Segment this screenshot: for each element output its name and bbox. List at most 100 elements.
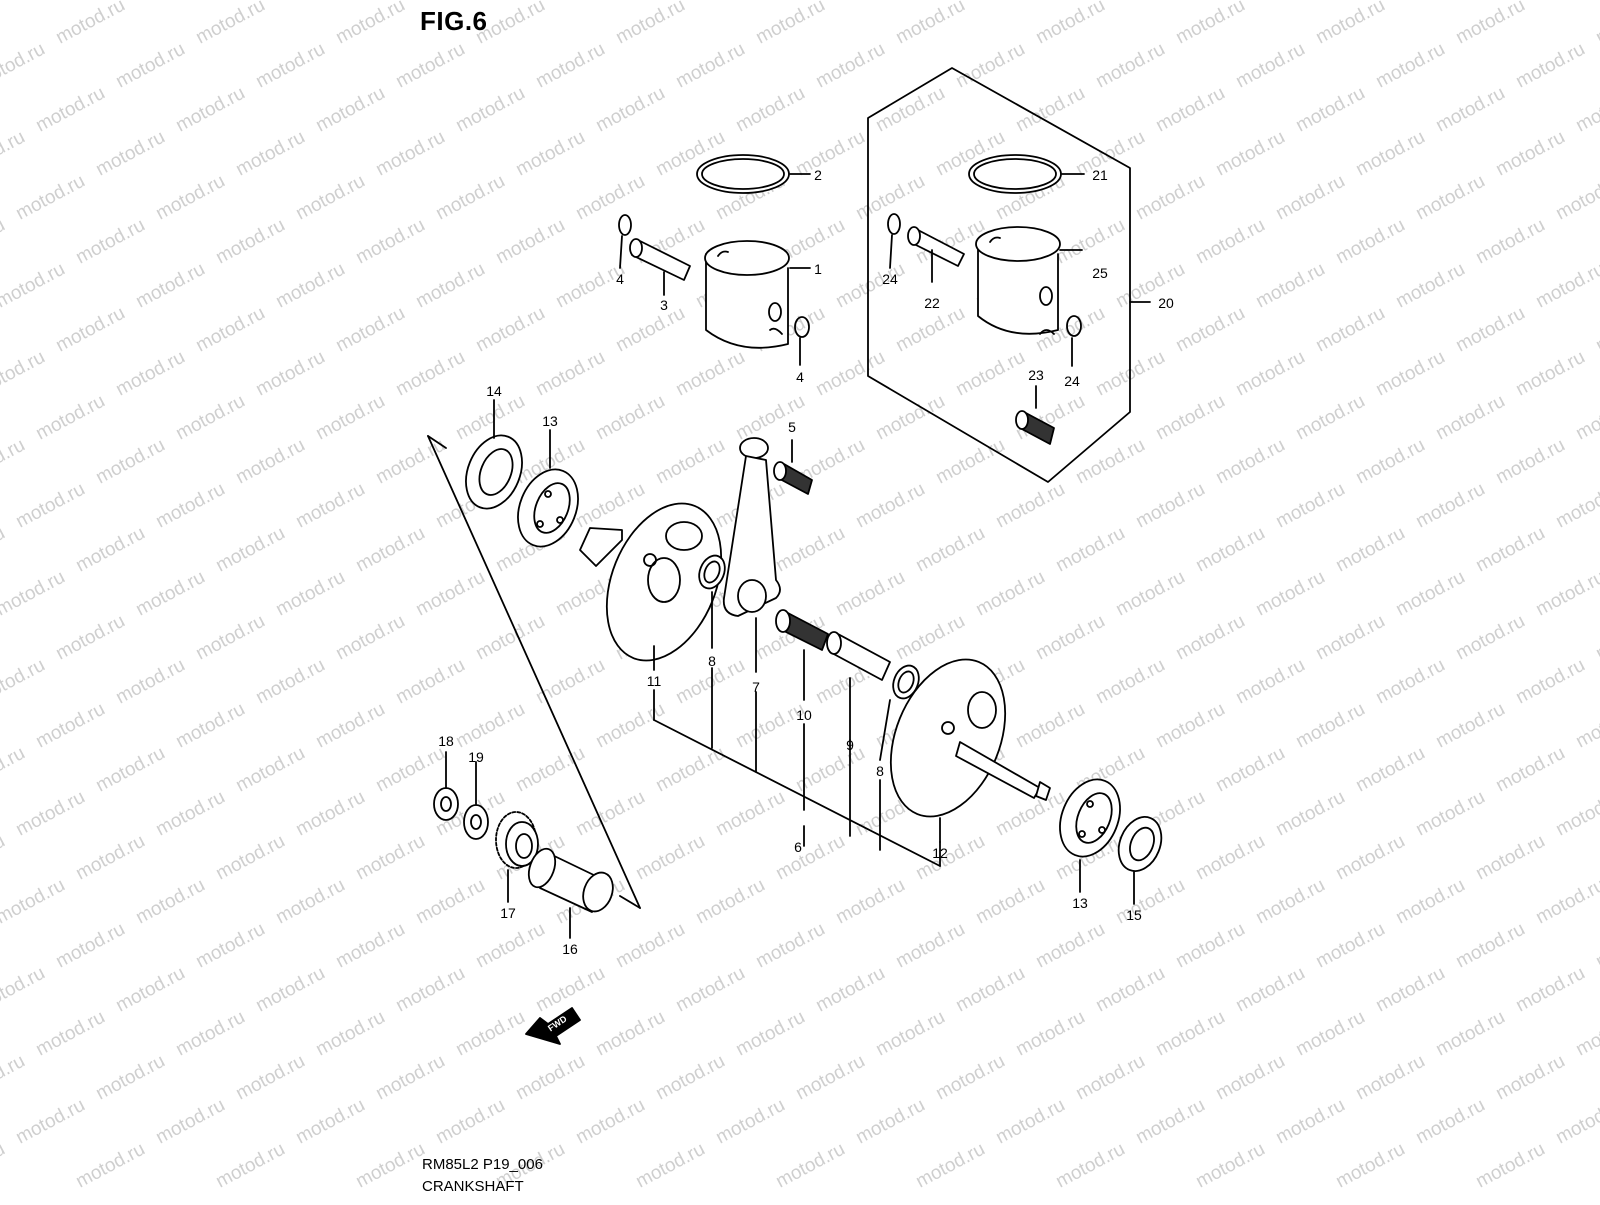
watermark-text: motod.ru xyxy=(12,171,88,225)
watermark-text: motod.ru xyxy=(312,391,388,445)
watermark-text: motod.ru xyxy=(812,39,888,93)
watermark-text: motod.ru xyxy=(1112,259,1188,313)
watermark-text: motod.ru xyxy=(612,303,688,357)
watermark-text: motod.ru xyxy=(1492,743,1568,797)
watermark-text: motod.ru xyxy=(12,787,88,841)
watermark-text: motod.ru xyxy=(1072,127,1148,181)
watermark-text: motod.ru xyxy=(572,787,648,841)
watermark-text: motod.ru xyxy=(1492,1051,1568,1105)
watermark-text: motod.ru xyxy=(0,1139,9,1193)
watermark-text: motod.ru xyxy=(1012,83,1088,137)
watermark-text: motod.ru xyxy=(352,523,428,577)
watermark-text: motod.ru xyxy=(52,0,128,48)
watermark-text: motod.ru xyxy=(1592,919,1600,973)
watermark-text: motod.ru xyxy=(332,303,408,357)
watermark-text: motod.ru xyxy=(1192,523,1268,577)
piston-ring-icon xyxy=(696,154,811,194)
watermark-text: motod.ru xyxy=(332,611,408,665)
watermark-text: motod.ru xyxy=(572,171,648,225)
watermark-text: motod.ru xyxy=(1452,303,1528,357)
watermark-text: motod.ru xyxy=(1192,1139,1268,1193)
watermark-text: motod.ru xyxy=(892,611,968,665)
watermark-text: motod.ru xyxy=(532,347,608,401)
watermark-text: motod.ru xyxy=(292,479,368,533)
watermark-text: motod.ru xyxy=(132,0,208,4)
callout-label: 25 xyxy=(1092,265,1108,281)
watermark-text: motod.ru xyxy=(312,699,388,753)
watermark-text: motod.ru xyxy=(1452,919,1528,973)
watermark-text: motod.ru xyxy=(932,435,1008,489)
callout-label: 1 xyxy=(814,261,822,277)
watermark-text: motod.ru xyxy=(152,479,228,533)
watermark-text: motod.ru xyxy=(652,1051,728,1105)
watermark-text: motod.ru xyxy=(632,831,708,885)
watermark-text: motod.ru xyxy=(492,215,568,269)
watermark-text: motod.ru xyxy=(712,1095,788,1149)
watermark-text: motod.ru xyxy=(172,83,248,137)
watermark-text: motod.ru xyxy=(12,1095,88,1149)
watermark-text: motod.ru xyxy=(112,347,188,401)
watermark-text: motod.ru xyxy=(452,1007,528,1061)
needle-bearing-icon xyxy=(1015,385,1055,445)
watermark-text: motod.ru xyxy=(732,83,808,137)
watermark-text: motod.ru xyxy=(1152,1007,1228,1061)
watermark-text: motod.ru xyxy=(272,875,348,929)
watermark-text: motod.ru xyxy=(212,523,288,577)
watermark-text: motod.ru xyxy=(992,479,1068,533)
watermark-text: motod.ru xyxy=(0,127,29,181)
watermark-text: motod.ru xyxy=(412,875,488,929)
watermark-text: motod.ru xyxy=(552,0,628,4)
watermark-text: motod.ru xyxy=(1452,0,1528,48)
watermark-text: motod.ru xyxy=(972,0,1048,4)
watermark-text: motod.ru xyxy=(372,743,448,797)
watermark-text: motod.ru xyxy=(772,1139,848,1193)
watermark-text: motod.ru xyxy=(72,215,148,269)
callout-label: 24 xyxy=(1064,373,1080,389)
watermark-text: motod.ru xyxy=(912,523,988,577)
watermark-text: motod.ru xyxy=(32,391,108,445)
watermark-text: motod.ru xyxy=(332,0,408,48)
watermark-text: motod.ru xyxy=(92,127,168,181)
watermark-text: motod.ru xyxy=(1532,0,1600,4)
watermark-text: motod.ru xyxy=(232,743,308,797)
watermark-text: motod.ru xyxy=(1212,127,1288,181)
ball-bearing-icon xyxy=(1059,778,1121,893)
watermark-text: motod.ru xyxy=(1292,391,1368,445)
callout-label: 22 xyxy=(924,295,940,311)
watermark-text: motod.ru xyxy=(1452,611,1528,665)
watermark-text: motod.ru xyxy=(52,919,128,973)
watermark-text: motod.ru xyxy=(1092,655,1168,709)
watermark-text: motod.ru xyxy=(812,963,888,1017)
ball-bearing-icon xyxy=(517,429,579,548)
watermark-text: motod.ru xyxy=(1512,963,1588,1017)
watermark-text: motod.ru xyxy=(952,39,1028,93)
watermark-text: motod.ru xyxy=(952,963,1028,1017)
watermark-text: motod.ru xyxy=(0,435,29,489)
watermark-text: motod.ru xyxy=(1272,479,1348,533)
watermark-text: motod.ru xyxy=(1352,743,1428,797)
callout-label: 12 xyxy=(932,845,948,861)
watermark-text: motod.ru xyxy=(112,963,188,1017)
piston-icon xyxy=(975,226,1083,335)
gear-icon xyxy=(495,811,539,903)
watermark-text: motod.ru xyxy=(1372,963,1448,1017)
watermark-text: motod.ru xyxy=(252,347,328,401)
watermark-text: motod.ru xyxy=(1052,215,1128,269)
watermark-text: motod.ru xyxy=(612,919,688,973)
watermark-text: motod.ru xyxy=(1312,303,1388,357)
watermark-text: motod.ru xyxy=(1172,611,1248,665)
watermark-text: motod.ru xyxy=(1232,963,1308,1017)
watermark-text: motod.ru xyxy=(592,83,668,137)
watermark-text: motod.ru xyxy=(672,39,748,93)
watermark-text: motod.ru xyxy=(1132,1095,1208,1149)
watermark-text: motod.ru xyxy=(792,1051,868,1105)
watermark-text: motod.ru xyxy=(1312,0,1388,48)
watermark-text: motod.ru xyxy=(252,963,328,1017)
watermark-text: motod.ru xyxy=(1012,1007,1088,1061)
watermark-text: motod.ru xyxy=(1492,127,1568,181)
watermark-text: motod.ru xyxy=(772,523,848,577)
watermark-text: motod.ru xyxy=(1032,611,1108,665)
watermark-text: motod.ru xyxy=(512,1051,588,1105)
crank-web-icon xyxy=(889,658,1051,843)
watermark-text: motod.ru xyxy=(1112,567,1188,621)
